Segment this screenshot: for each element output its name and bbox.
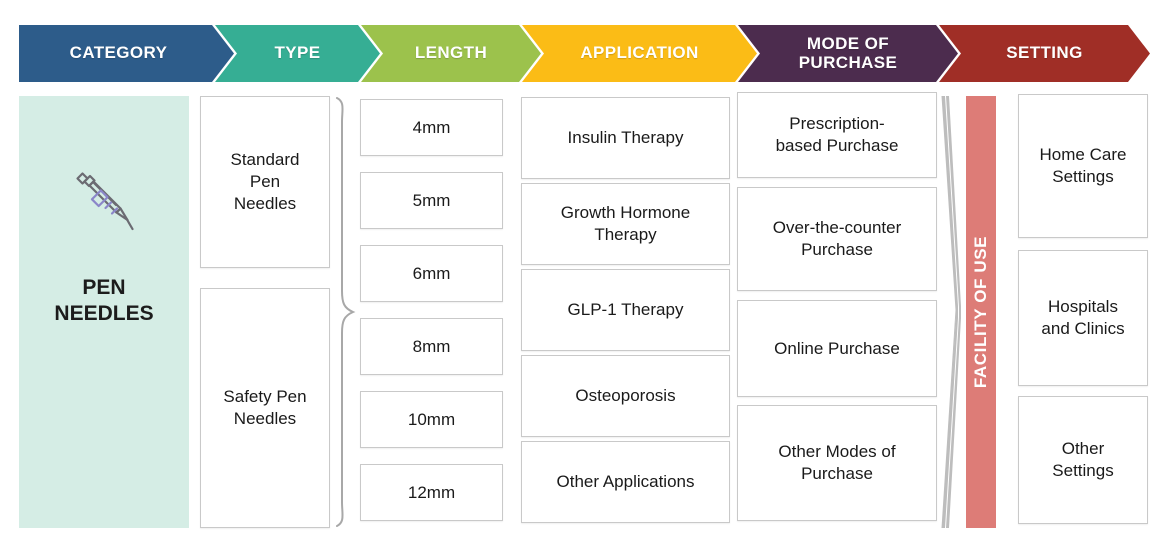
length-item[interactable]: 5mm: [360, 172, 503, 229]
application-item[interactable]: Osteoporosis: [521, 355, 730, 437]
type-item[interactable]: Safety Pen Needles: [200, 288, 330, 528]
banner-segment-type: TYPE: [215, 25, 380, 82]
banner-segment-mode-of-purchase: MODE OF PURCHASE: [738, 25, 958, 82]
application-item[interactable]: GLP-1 Therapy: [521, 269, 730, 351]
mode-of-purchase-item[interactable]: Online Purchase: [737, 300, 937, 397]
length-item[interactable]: 4mm: [360, 99, 503, 156]
length-item[interactable]: 12mm: [360, 464, 503, 521]
mode-of-purchase-item[interactable]: Over-the-counter Purchase: [737, 187, 937, 291]
banner-segment-setting: SETTING: [939, 25, 1150, 82]
length-item[interactable]: 10mm: [360, 391, 503, 448]
setting-item[interactable]: Other Settings: [1018, 396, 1148, 524]
facility-wedge-shape: [941, 96, 961, 528]
stage-banner: CATEGORY TYPE LENGTH APPLICATION MODE OF PUR…: [19, 25, 1150, 82]
banner-segment-category: CATEGORY: [19, 25, 234, 82]
banner-segment-label: TYPE: [274, 43, 321, 63]
facility-of-use-label: FACILITY OF USE: [971, 235, 991, 389]
page-title: PEN NEEDLES: [54, 276, 154, 325]
type-item[interactable]: Standard Pen Needles: [200, 96, 330, 268]
facility-of-use-bar: FACILITY OF USE: [966, 96, 996, 528]
length-item[interactable]: 8mm: [360, 318, 503, 375]
banner-segment-application: APPLICATION: [522, 25, 757, 82]
type-to-length-brace: [336, 97, 356, 527]
banner-segment-label: MODE OF PURCHASE: [798, 34, 898, 72]
length-item[interactable]: 6mm: [360, 245, 503, 302]
banner-segment-label: SETTING: [1006, 43, 1083, 63]
setting-item[interactable]: Home Care Settings: [1018, 94, 1148, 238]
setting-item[interactable]: Hospitals and Clinics: [1018, 250, 1148, 386]
category-panel: PEN NEEDLES: [19, 96, 189, 528]
application-item[interactable]: Growth Hormone Therapy: [521, 183, 730, 265]
mode-of-purchase-item[interactable]: Other Modes of Purchase: [737, 405, 937, 521]
banner-segment-length: LENGTH: [361, 25, 541, 82]
banner-segment-label: APPLICATION: [580, 43, 699, 63]
application-item[interactable]: Other Applications: [521, 441, 730, 523]
banner-segment-label: CATEGORY: [69, 43, 168, 63]
banner-segment-label: LENGTH: [414, 43, 488, 63]
application-item[interactable]: Insulin Therapy: [521, 97, 730, 179]
pen-needle-icon: [67, 166, 141, 245]
mode-of-purchase-item[interactable]: Prescription- based Purchase: [737, 92, 937, 178]
